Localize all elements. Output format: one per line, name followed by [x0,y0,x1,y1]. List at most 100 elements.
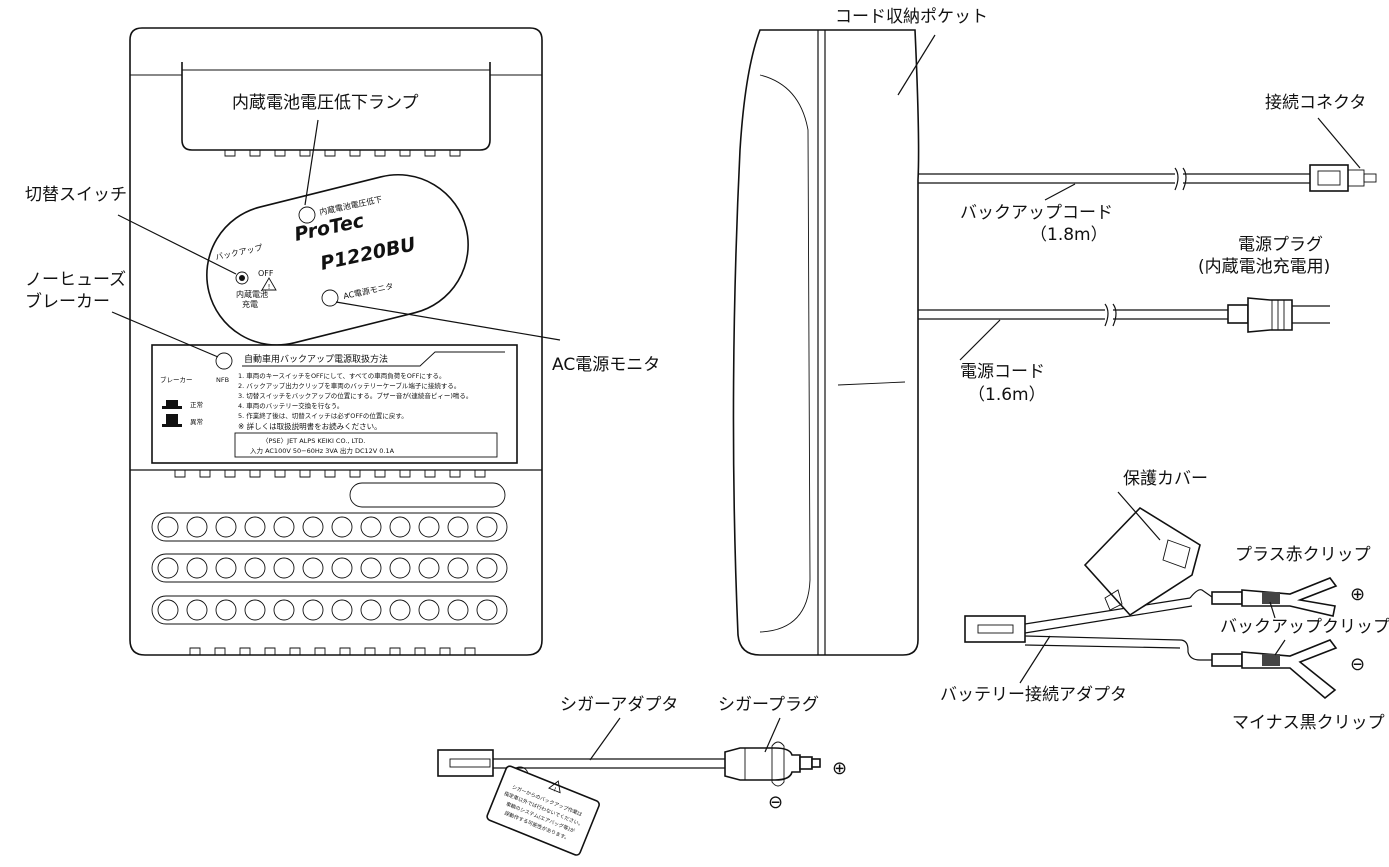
vent-hole [476,516,498,538]
label-battery-adapter: バッテリー接続アダプタ [940,685,1127,705]
vent-hole [418,516,440,538]
vent-row [151,512,508,542]
power-plug [1247,297,1293,333]
label-plus-clip: プラス赤クリップ [1235,545,1371,565]
vent-hole [331,599,353,621]
cigar-plug[interactable] [724,747,801,781]
plate-step-2: 2. バックアップ出力クリップを車両のバッテリーケーブル端子に接続する。 [238,381,460,390]
label-backup-cord: バックアップコード [960,203,1113,223]
plus-symbol-clip: ⊕ [1350,584,1365,605]
label-power-plug-note: (内蔵電池充電用) [1198,257,1330,277]
backup-cord [918,164,1377,192]
vent-holes [151,512,508,625]
vent-hole [447,599,469,621]
vent-hole [302,599,324,621]
label-lamp: 内蔵電池電圧低下ランプ [232,93,419,113]
vent-hole [273,557,295,579]
nfb-button[interactable] [215,352,233,370]
vent-hole [360,599,382,621]
top-teeth [174,470,486,478]
vent-hole [302,557,324,579]
minus-symbol-clip: ⊖ [1350,654,1365,675]
svg-text:!: ! [552,786,557,793]
vent-hole [186,557,208,579]
plate-step-1: 1. 車両のキースイッチをOFFにして、すべての車両負荷をOFFにする。 [238,371,445,380]
vent-hole [331,557,353,579]
plus-clip-sleeve [1211,591,1243,605]
vent-hole [244,557,266,579]
plate-step-4: 4. 車両のバッテリー交換を行なう。 [238,401,343,410]
vent-hole [360,557,382,579]
plug-strain-relief [1227,304,1249,324]
label-switch: 切替スイッチ [25,185,127,205]
panel-charge-label-1: 内蔵電池 [236,289,268,299]
vent-hole [476,557,498,579]
vent-hole [186,516,208,538]
cigar-adapter: ! シガーからのバックアップ作業は 指定車以外では行わないでください。 車輌のシ… [437,741,821,856]
vent-row [151,553,508,583]
vent-hole [418,599,440,621]
bottom-teeth [189,647,476,655]
vent-hole [215,557,237,579]
vent-hole [331,516,353,538]
plate-title: 自動車用バックアップ電源取扱方法 [244,353,388,365]
vent-hole [186,599,208,621]
vent-hole [389,516,411,538]
vent-hole [360,516,382,538]
control-panel: ! 内蔵電池電圧低下 AC電源モニタ バックアップ OFF 内蔵電池 充電 Pr… [206,173,469,346]
label-cigar-plug: シガープラグ [718,695,819,715]
vent-hole [215,516,237,538]
label-breaker-2: ブレーカー [25,291,110,312]
vent-hole [244,516,266,538]
label-backup-clip: バックアップクリップ [1220,617,1389,637]
vent-hole [157,557,179,579]
minus-clip[interactable] [1241,639,1338,700]
vent-row [151,595,508,625]
plate-spec-2: 入力 AC100V 50−60Hz 3VA 出力 DC12V 0.1A [250,446,395,455]
protect-cover-shape [1083,506,1201,617]
adapter-connector [964,615,1026,643]
label-connector: 接続コネクタ [1265,93,1366,113]
breaker-label: ブレーカー [160,375,193,384]
handle-slot [349,482,506,508]
label-power-cord-len: （1.6m） [968,385,1046,405]
ac-monitor-indicator [321,289,339,307]
panel-off-label: OFF [258,269,274,278]
nfb-label: NFB [216,376,229,384]
vent-hole [447,557,469,579]
vent-hole [273,516,295,538]
label-power-plug: 電源プラグ [1238,235,1323,255]
vent-hole [389,557,411,579]
unit-front: ! 内蔵電池電圧低下 AC電源モニタ バックアップ OFF 内蔵電池 充電 Pr… [129,27,543,656]
plus-clip[interactable] [1241,577,1338,617]
plate-step-5: 5. 作業終了後は、切替スイッチは必ずOFFの位置に戻す。 [238,411,408,420]
handle-teeth [224,150,461,157]
panel-charge-label-2: 充電 [242,299,258,309]
vent-hole [418,557,440,579]
label-cigar-adapter: シガーアダプタ [560,695,678,715]
label-protect-cover: 保護カバー [1123,469,1208,489]
warning-icon [261,277,277,291]
lamp-indicator [298,206,316,224]
unit-side [732,29,920,656]
vent-hole [476,599,498,621]
label-ac-monitor: AC電源モニタ [552,355,660,375]
minus-symbol-cigar: ⊖ [768,792,783,813]
vent-hole [157,599,179,621]
normal-label: 正常 [190,400,203,409]
minus-clip-sleeve [1211,653,1243,667]
vent-hole [215,599,237,621]
connector-plug [1309,164,1349,192]
vent-hole [389,599,411,621]
vent-hole [157,516,179,538]
label-breaker-1: ノーヒューズ [25,270,126,290]
plate-note: ※ 詳しくは取扱説明書をお読みください。 [238,421,382,431]
instruction-plate: NFB ブレーカー 正常 異常 自動車用バックアップ電源取扱方法 1. 車両のキ… [151,344,518,464]
label-cord-pocket: コード収納ポケット [835,7,988,27]
plate-step-3: 3. 切替スイッチをバックアップの位置にする。ブザー音が(連続音ピィー)鳴る。 [238,391,472,400]
vent-hole [302,516,324,538]
cigar-adapter-connector [437,749,494,777]
selector-switch[interactable] [235,271,249,285]
warning-tag: ! シガーからのバックアップ作業は 指定車以外では行わないでください。 車輌のシ… [486,765,600,856]
